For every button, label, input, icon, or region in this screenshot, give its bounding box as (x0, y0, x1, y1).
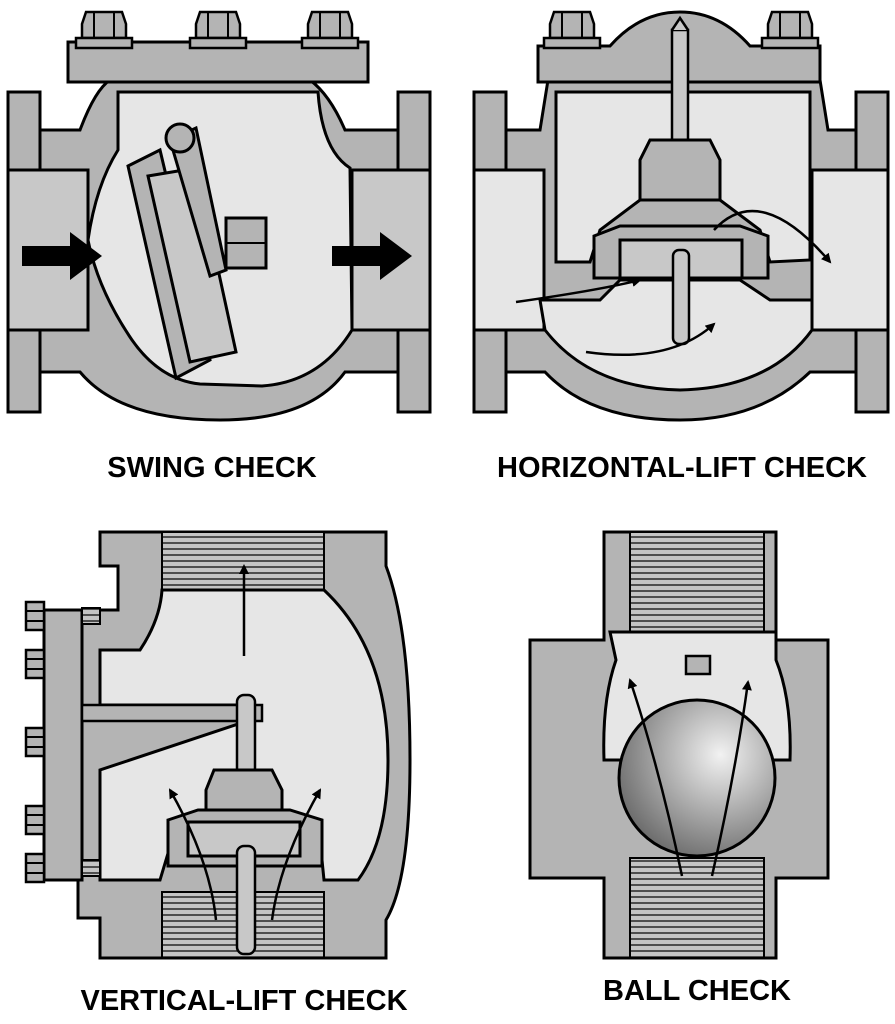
flow-arrow-icon (168, 788, 218, 921)
flow-arrow-icon (332, 232, 412, 280)
vertical-lift-check-label: VERTICAL-LIFT CHECK (80, 985, 407, 1017)
flow-arrow-icon (713, 209, 832, 264)
bolt-icon (188, 10, 248, 50)
horizontal-lift-check-label: HORIZONTAL-LIFT CHECK (497, 452, 867, 484)
horizontal-lift-check-valve: HORIZONTAL-LIFT CHECK (472, 10, 890, 484)
hlift-outlet-bore (810, 168, 890, 332)
bolt-icon (24, 600, 46, 632)
bolt-icon (24, 852, 46, 884)
ball-check-label: BALL CHECK (603, 975, 791, 1007)
flow-arrow-icon (270, 788, 322, 921)
ball-check-valve: BALL CHECK (528, 530, 830, 1007)
ball-bottom-threads (629, 857, 765, 959)
ball-stop-pin (684, 654, 712, 676)
flow-arrow-icon (627, 678, 684, 877)
vlift-side-cover (42, 608, 84, 882)
bolt-icon (74, 10, 134, 50)
bolt-icon (24, 804, 46, 836)
bolt-icon (760, 10, 820, 50)
hlift-stem (671, 248, 691, 346)
hlift-guide-boss (638, 138, 722, 202)
bolt-icon (542, 10, 602, 50)
swing-check-valve: SWING CHECK (6, 10, 432, 484)
bolt-icon (24, 648, 46, 680)
flow-arrow-icon (515, 277, 642, 304)
flow-arrow-icon (710, 680, 752, 877)
vlift-stem (235, 844, 257, 956)
ball (617, 698, 777, 858)
bolt-icon (24, 726, 46, 758)
vlift-guide-boss (204, 768, 284, 814)
vertical-lift-check-valve: VERTICAL-LIFT CHECK (24, 530, 412, 1017)
swing-hinge-pin (164, 122, 196, 154)
vlift-guide-arm (80, 703, 264, 723)
vlift-bolt-shank (81, 607, 101, 625)
flow-arrow-icon (22, 232, 102, 280)
bolt-icon (300, 10, 360, 50)
vlift-bolt-shank (81, 859, 101, 877)
hlift-stem-guide (670, 28, 690, 142)
vlift-stem-top (235, 693, 257, 777)
ball-top-threads (629, 531, 765, 633)
swing-check-label: SWING CHECK (107, 452, 317, 484)
flow-arrow-icon (585, 322, 716, 356)
hlift-inlet-bore (472, 168, 546, 332)
